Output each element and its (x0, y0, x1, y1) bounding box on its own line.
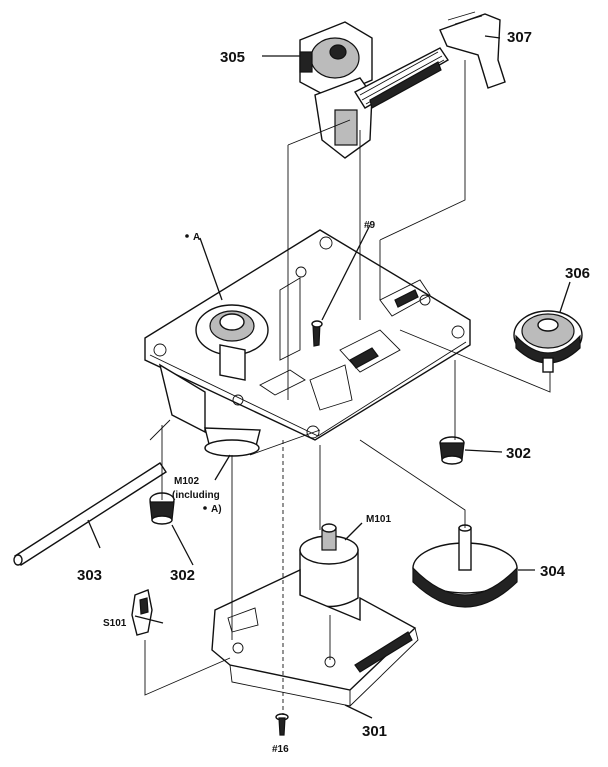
leader-lines (87, 35, 571, 719)
label-305: 305 (220, 49, 245, 66)
bracket-301 (211, 568, 419, 707)
shaft-303 (13, 462, 167, 566)
label-marker-a: A (193, 232, 200, 243)
assembly-guide-lines (144, 60, 551, 715)
gear-304 (412, 524, 518, 608)
flex-cable-307 (439, 11, 506, 89)
marker-dot-a (185, 234, 189, 238)
marker-dot-m102 (203, 506, 207, 510)
label-303: 303 (77, 567, 102, 584)
label-304: 304 (540, 563, 566, 580)
label-m102: M102 (174, 476, 199, 487)
screw-9 (311, 320, 323, 347)
optical-pickup-305 (299, 21, 449, 159)
gear-306 (513, 310, 583, 373)
foot-302-left (149, 492, 175, 525)
label-screw-9: #9 (364, 220, 376, 231)
main-chassis-plate (144, 229, 471, 457)
label-s101: S101 (103, 618, 127, 629)
label-302-right: 302 (506, 445, 531, 462)
label-m101: M101 (366, 514, 391, 525)
label-screw-16: #16 (272, 744, 289, 755)
label-302-left: 302 (170, 567, 195, 584)
screw-16 (275, 713, 289, 736)
label-m102-including: (including (172, 490, 220, 501)
foot-302-right (439, 436, 465, 465)
switch-s101 (131, 589, 153, 636)
label-301: 301 (362, 723, 387, 740)
label-307: 307 (507, 29, 532, 46)
label-306: 306 (565, 265, 590, 282)
label-m102-a: A) (211, 504, 222, 515)
